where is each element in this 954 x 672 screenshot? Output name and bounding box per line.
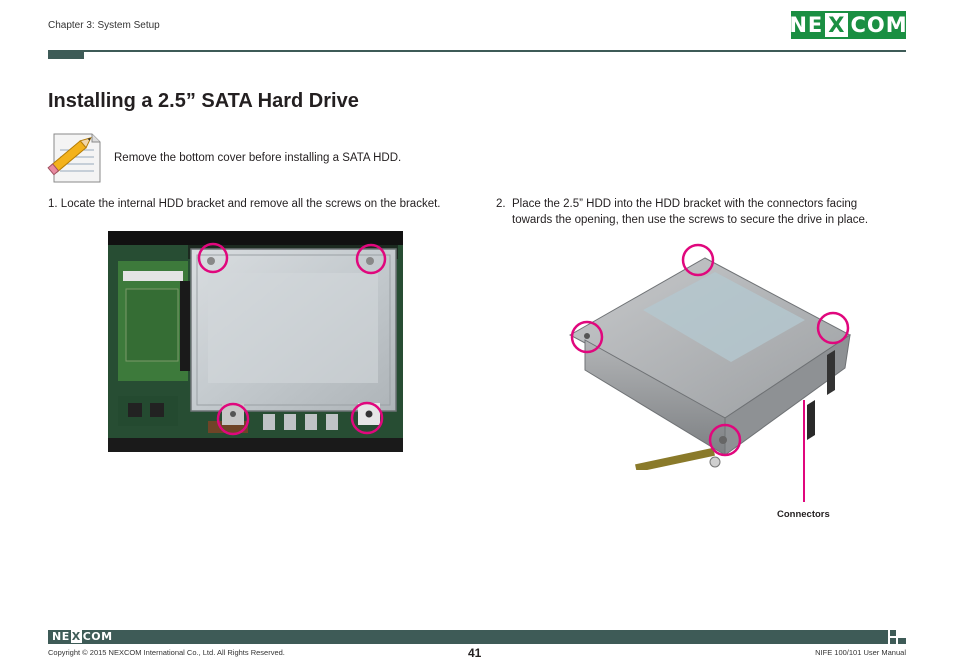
step-2-number: 2. [496, 198, 506, 210]
screw-callout-left [570, 320, 604, 354]
footer-square-1 [890, 630, 896, 636]
note-text: Remove the bottom cover before installin… [114, 152, 402, 164]
header-rule [48, 50, 906, 52]
manual-name: NIFE 100/101 User Manual [815, 648, 906, 657]
copyright: Copyright © 2015 NEXCOM International Co… [48, 648, 285, 657]
connectors-callout-line [803, 400, 805, 502]
step-1-text: Locate the internal HDD bracket and remo… [60, 198, 441, 210]
footer-square-3 [898, 638, 906, 644]
note-pencil-icon [46, 128, 104, 184]
screw-callout-bottom-right [350, 401, 384, 435]
step-2-text-line2: towards the opening, then use the screws… [512, 214, 869, 226]
step-1-number: 1. [48, 198, 58, 210]
screw-callout-bottom-left [216, 402, 250, 436]
screw-callout-front [708, 423, 742, 457]
screw-callout-right [816, 311, 850, 345]
chapter-label: Chapter 3: System Setup [48, 20, 160, 31]
header-tab [48, 50, 84, 59]
connectors-label: Connectors [777, 509, 830, 520]
hdd-in-bracket-photo [565, 240, 860, 473]
screw-callout-top-right [355, 243, 387, 275]
step-2-text-line1: Place the 2.5” HDD into the HDD bracket … [512, 198, 858, 210]
page-number: 41 [468, 646, 482, 660]
screw-callout-back [681, 243, 715, 277]
footer-square-2 [890, 638, 896, 644]
step-1: 1. Locate the internal HDD bracket and r… [48, 196, 468, 212]
footer-bar [48, 630, 888, 644]
page-title: Installing a 2.5” SATA Hard Drive [48, 90, 359, 112]
hdd-bracket-photo [108, 231, 403, 452]
step-2: 2. Place the 2.5” HDD into the HDD bracke… [496, 196, 906, 228]
screw-callout-top-left [197, 242, 229, 274]
